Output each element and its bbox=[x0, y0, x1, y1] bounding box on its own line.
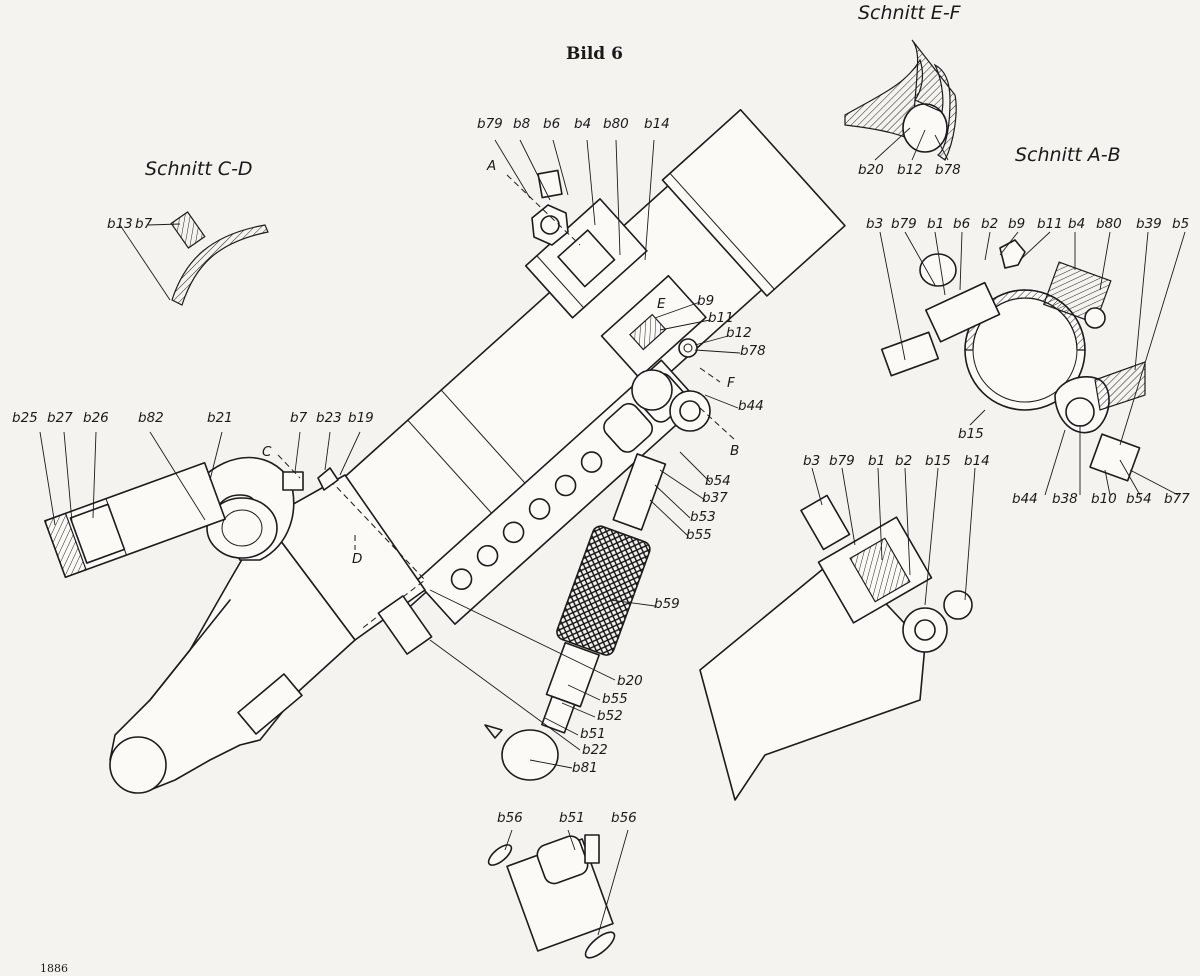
label-b23: b23 bbox=[316, 410, 342, 426]
cut-marker-f: F bbox=[727, 375, 735, 391]
label-b20: b20 bbox=[617, 673, 643, 689]
label-b53: b53 bbox=[690, 509, 716, 525]
ab-label-b54: b54 bbox=[1126, 491, 1152, 507]
label-b59: b59 bbox=[654, 596, 680, 612]
cut-marker-d: D bbox=[352, 551, 363, 567]
label-b8: b8 bbox=[513, 116, 531, 132]
figure-title: Bild 6 bbox=[566, 44, 623, 64]
label-b82: b82 bbox=[138, 410, 164, 426]
view2-label-b79: b79 bbox=[829, 453, 855, 469]
b81-ball bbox=[501, 729, 559, 781]
ab-label-b80: b80 bbox=[1096, 216, 1122, 232]
view2-label-b1: b1 bbox=[868, 453, 886, 469]
label-b9: b9 bbox=[697, 293, 715, 309]
cut-marker-e: E bbox=[657, 296, 666, 312]
cut-marker-c: C bbox=[262, 444, 272, 460]
ab-label-b38: b38 bbox=[1052, 491, 1078, 507]
leader-lines-main bbox=[39, 139, 741, 769]
view2-label-b15: b15 bbox=[925, 453, 951, 469]
label-b22: b22 bbox=[582, 742, 608, 758]
ab-label-b6: b6 bbox=[953, 216, 971, 232]
label-b6: b6 bbox=[543, 116, 561, 132]
bracket-body bbox=[109, 474, 433, 794]
ab-label-b10: b10 bbox=[1091, 491, 1117, 507]
label-b52: b52 bbox=[597, 708, 623, 724]
ab-label-b79: b79 bbox=[891, 216, 917, 232]
bottom-part-drawing bbox=[487, 829, 629, 959]
view2-label-b3: b3 bbox=[803, 453, 821, 469]
section-ef-drawing bbox=[844, 39, 957, 161]
label-b26: b26 bbox=[83, 410, 109, 426]
ab-label-b77: b77 bbox=[1164, 491, 1190, 507]
b7-screw bbox=[282, 471, 304, 491]
label-b78: b78 bbox=[740, 343, 766, 359]
bottom-label-b56-right: b56 bbox=[611, 810, 637, 826]
section-cd-drawing bbox=[119, 211, 269, 306]
label-b12: b12 bbox=[726, 325, 752, 341]
page-number: 1886 bbox=[40, 962, 68, 975]
bottom-label-b51: b51 bbox=[559, 810, 585, 826]
ab-label-b44: b44 bbox=[1012, 491, 1038, 507]
label-b11: b11 bbox=[708, 310, 734, 326]
label-b19: b19 bbox=[348, 410, 374, 426]
label-b54: b54 bbox=[705, 473, 731, 489]
label-b80: b80 bbox=[603, 116, 629, 132]
cut-marker-a: A bbox=[487, 158, 497, 174]
ab-label-b39: b39 bbox=[1136, 216, 1162, 232]
view2-label-b2: b2 bbox=[895, 453, 913, 469]
side-rail bbox=[415, 359, 701, 625]
label-b51: b51 bbox=[580, 726, 606, 742]
section-cd-heading: Schnitt C-D bbox=[145, 158, 253, 180]
ef-label-b20: b20 bbox=[858, 162, 884, 178]
label-b21: b21 bbox=[207, 410, 233, 426]
adjusting-rod bbox=[541, 453, 667, 734]
ef-label-b12: b12 bbox=[897, 162, 923, 178]
label-b7: b7 bbox=[290, 410, 308, 426]
mid-clamp bbox=[600, 274, 707, 379]
cd-label-b7: b7 bbox=[135, 216, 153, 232]
section-ab-heading: Schnitt A-B bbox=[1015, 144, 1121, 166]
label-b44: b44 bbox=[738, 398, 764, 414]
cd-label-b13: b13 bbox=[107, 216, 133, 232]
section-ef-heading: Schnitt E-F bbox=[858, 2, 961, 24]
leader-lines-view2 bbox=[811, 467, 976, 606]
ab-label-b11: b11 bbox=[1037, 216, 1063, 232]
ab-label-b1: b1 bbox=[927, 216, 945, 232]
leader-lines-bottom bbox=[504, 829, 629, 936]
ab-label-b2: b2 bbox=[981, 216, 999, 232]
main-assembly bbox=[39, 108, 846, 794]
section-ab-drawing bbox=[879, 231, 1186, 496]
label-b81: b81 bbox=[572, 760, 598, 776]
ab-label-b5: b5 bbox=[1172, 216, 1190, 232]
leader-lines-ab bbox=[879, 231, 1186, 496]
ab-label-b9: b9 bbox=[1008, 216, 1026, 232]
bottom-label-b56-left: b56 bbox=[497, 810, 523, 826]
hex-nut-top bbox=[531, 169, 569, 246]
hook-arm bbox=[199, 456, 295, 561]
ab-label-b15: b15 bbox=[958, 426, 984, 442]
label-b55-lower: b55 bbox=[602, 691, 628, 707]
label-b79: b79 bbox=[477, 116, 503, 132]
view2-label-b14: b14 bbox=[964, 453, 990, 469]
ab-label-b4: b4 bbox=[1068, 216, 1086, 232]
label-b14: b14 bbox=[644, 116, 670, 132]
label-b37: b37 bbox=[702, 490, 728, 506]
label-b27: b27 bbox=[47, 410, 73, 426]
view2-drawing bbox=[699, 467, 976, 801]
ab-label-b3: b3 bbox=[866, 216, 884, 232]
ef-label-b78: b78 bbox=[935, 162, 961, 178]
upper-clamp bbox=[524, 198, 648, 319]
cut-marker-b: B bbox=[730, 443, 740, 459]
b12-pin bbox=[678, 338, 698, 358]
lateral-cylinder bbox=[44, 461, 226, 579]
label-b55: b55 bbox=[686, 527, 712, 543]
label-b4: b4 bbox=[574, 116, 592, 132]
b23-tip bbox=[317, 467, 339, 491]
label-b25: b25 bbox=[12, 410, 38, 426]
